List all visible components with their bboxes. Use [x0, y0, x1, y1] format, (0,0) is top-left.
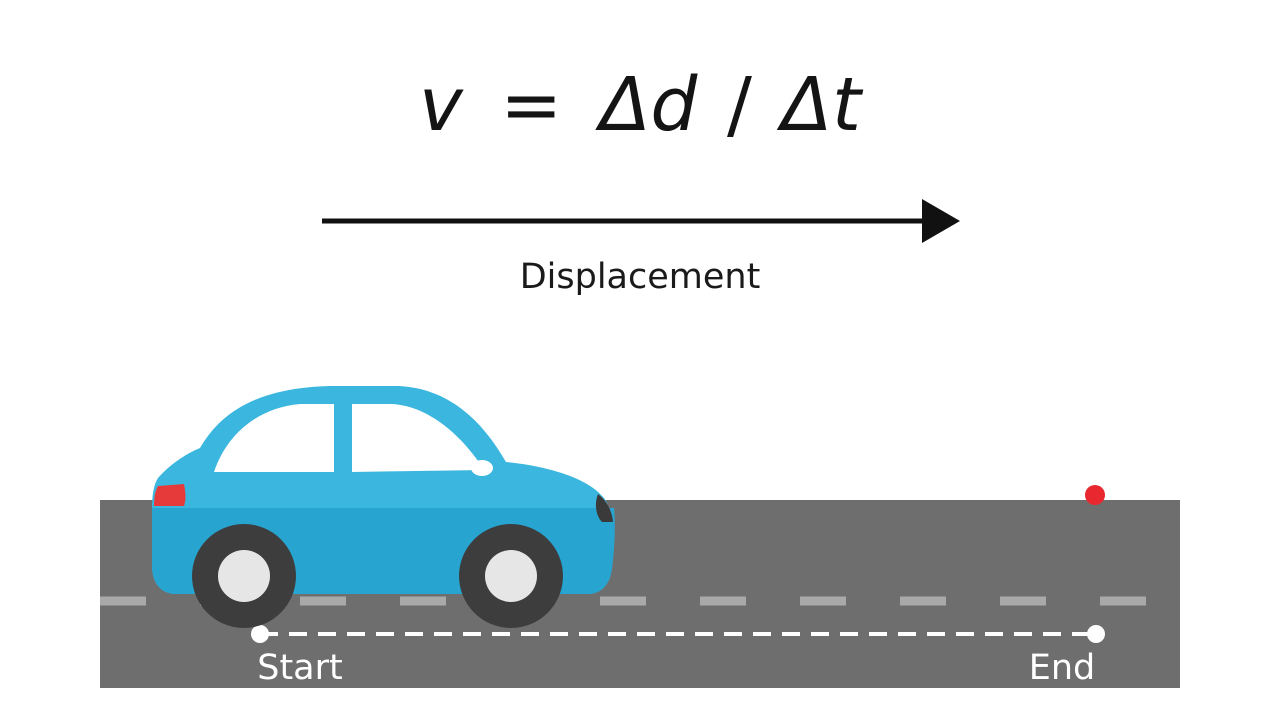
end-marker-dot [1085, 485, 1105, 505]
displacement-label: Displacement [520, 257, 761, 297]
end-point [1087, 625, 1105, 643]
formula-v: v [419, 62, 464, 148]
velocity-formula: v = Δd / Δt [419, 62, 864, 148]
formula-delta-t: Δt [776, 62, 864, 148]
displacement-arrow [322, 199, 960, 243]
car-side-mirror [471, 460, 493, 476]
displacement-arrow-head [922, 199, 960, 243]
car-rear-wheel-hub [218, 550, 270, 602]
car-tail-light [154, 484, 186, 506]
car-front-wheel-hub [485, 550, 537, 602]
car-rear-window [214, 404, 334, 472]
car-front-window [352, 404, 484, 472]
start-point [251, 625, 269, 643]
end-label: End [1029, 648, 1096, 688]
start-label: Start [257, 648, 343, 688]
car-headlight [595, 494, 613, 522]
car [152, 386, 615, 628]
formula-equals: = [500, 62, 562, 148]
formula-slash: / [727, 62, 752, 148]
formula-delta-d: Δd [595, 62, 699, 148]
